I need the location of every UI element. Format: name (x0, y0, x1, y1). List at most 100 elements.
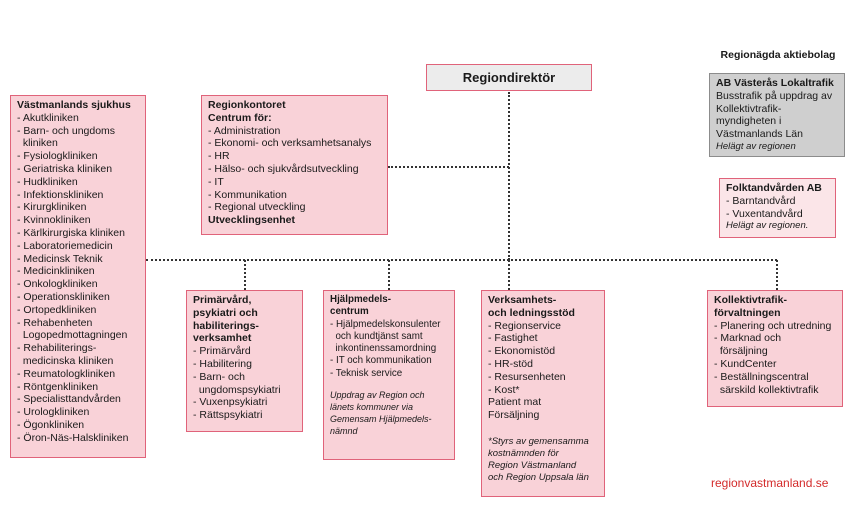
title-line: förvaltningen (714, 306, 781, 319)
connector-verksamhetsstod (508, 260, 510, 290)
connector-hjalpmedel (388, 260, 390, 290)
list-item: - Beställningscentral (714, 370, 809, 383)
list-item: - Medicinsk Teknik (17, 252, 103, 265)
description-line: Västmanlands Län (716, 128, 803, 141)
title-line: Kollektivtrafik- (714, 294, 787, 306)
kollektivtrafik-box: Kollektivtrafik-förvaltningen - Planerin… (707, 290, 843, 407)
list-item: - Laboratoriemedicin (17, 239, 113, 252)
list-item: Patient mat (488, 396, 542, 409)
list-item: - Specialisttandvården (17, 393, 121, 406)
regionkontoret-footer: Utvecklingsenhet (208, 214, 295, 227)
vastmanlands-sjukhus-list: - Akutkliniken- Barn- och ungdoms klinik… (17, 112, 139, 445)
title-line: psykiatri och (193, 306, 258, 319)
note-line: och Region Uppsala län (488, 471, 589, 483)
list-item: - Rättspsykiatri (193, 409, 263, 422)
list-item: - Kost* (488, 383, 520, 396)
list-item: inkontinenssamordning (330, 343, 437, 355)
list-item: - Fastighet (488, 332, 538, 345)
description-line: Kollektivtrafik- (716, 102, 782, 115)
connector-primarvard (244, 260, 246, 290)
note-line: kostnämnden för (488, 447, 559, 459)
list-item: - Rehabiliterings- (17, 342, 97, 355)
list-item: - Onkologkliniken (17, 278, 98, 291)
list-item: och kundtjänst samt (330, 330, 423, 342)
folktandvarden-title: Folktandvården AB (726, 182, 822, 194)
list-item: - Ekonomistöd (488, 345, 556, 358)
vastmanlands-sjukhus-box: Västmanlands sjukhus - Akutkliniken- Bar… (10, 95, 146, 458)
owned-companies-heading: Regionägda aktiebolag (720, 49, 836, 61)
list-item: - Medicinkliniken (17, 265, 95, 278)
list-item: - Barntandvård (726, 194, 796, 207)
list-item: kliniken (17, 137, 58, 150)
connector-main-horizontal (146, 259, 777, 261)
list-item: särskild kollektivtrafik (714, 383, 819, 396)
list-item: - Hudkliniken (17, 175, 78, 188)
list-item: försäljning (714, 345, 768, 358)
list-item: - Geriatriska kliniken (17, 162, 113, 175)
hjalpmedel-title: Hjälpmedels-centrum (330, 294, 448, 319)
list-item: - Primärvård (193, 345, 251, 358)
list-item: - Infektionskliniken (17, 188, 104, 201)
list-item: - Reumatologkliniken (17, 367, 116, 380)
list-item: - IT (208, 175, 224, 188)
note-line: Gemensam Hjälpmedels- (330, 414, 432, 425)
kollektivtrafik-title: Kollektivtrafik-förvaltningen (714, 294, 836, 320)
list-item: ungdomspsykiatri (193, 383, 281, 396)
list-item: - Habilitering (193, 357, 252, 370)
ab-vasteras-title: AB Västerås Lokaltrafik (716, 77, 834, 89)
list-item: - Regional utveckling (208, 201, 306, 214)
list-item: - Vuxentandvård (726, 207, 803, 220)
regiondirektor-box: Regiondirektör (426, 64, 592, 91)
list-item: - Akutkliniken (17, 111, 79, 124)
primarvard-list: - Primärvård- Habilitering- Barn- och un… (193, 345, 296, 422)
list-item: Försäljning (488, 409, 540, 422)
list-item: - HR (208, 150, 230, 163)
ab-vasteras-note: Helägt av regionen (716, 140, 796, 152)
list-item: - Hjälpmedelskonsulenter (330, 318, 441, 330)
verksamhetsstod-list: - Regionservice- Fastighet- Ekonomistöd-… (488, 320, 598, 422)
kollektivtrafik-list: - Planering och utredning- Marknad och f… (714, 320, 836, 397)
note-line: nämnd (330, 426, 358, 437)
title-line: Primärvård, (193, 294, 252, 306)
note-line: Region Västmanland (488, 459, 577, 471)
list-item: - Urologkliniken (17, 406, 90, 419)
verksamhetsstod-box: Verksamhets-och ledningsstöd - Regionser… (481, 290, 605, 497)
list-item: medicinska kliniken (17, 354, 114, 367)
regionkontoret-subtitle: Centrum för: (208, 111, 272, 124)
list-item: - Hälso- och sjukvårdsutveckling (208, 162, 359, 175)
folktandvarden-list: - Barntandvård- Vuxentandvård (726, 195, 829, 221)
ab-vasteras-lokaltrafik-box: AB Västerås Lokaltrafik Busstrafik på up… (709, 73, 845, 157)
title-line: habiliterings- (193, 319, 259, 332)
list-item: - Kirurgkliniken (17, 201, 87, 214)
title-line: Verksamhets- (488, 294, 557, 306)
list-item: - Fysiologkliniken (17, 150, 98, 163)
hjalpmedel-list: - Hjälpmedelskonsulenter och kundtjänst … (330, 319, 448, 380)
note-line: länets kommuner via (330, 402, 414, 413)
list-item: - Barn- och (193, 370, 245, 383)
title-line: Hjälpmedels- (330, 294, 391, 305)
list-item: - Vuxenpsykiatri (193, 396, 268, 409)
title-line: centrum (330, 306, 369, 318)
list-item: - Röntgenkliniken (17, 380, 99, 393)
list-item: - IT och kommunikation (330, 355, 432, 367)
website-link[interactable]: regionvastmanland.se (711, 476, 829, 490)
list-item: - Regionservice (488, 319, 561, 332)
list-item: - Ögonkliniken (17, 418, 85, 431)
folktandvarden-note: Helägt av regionen. (726, 220, 809, 232)
list-item: Logopedmottagningen (17, 329, 128, 342)
list-item: - Kommunikation (208, 188, 287, 201)
title-line: verksamhet (193, 332, 252, 345)
list-item: - Kvinnokliniken (17, 214, 91, 227)
list-item: - HR-stöd (488, 357, 533, 370)
connector-kollektivtrafik (776, 260, 778, 290)
vastmanlands-sjukhus-title: Västmanlands sjukhus (17, 99, 131, 111)
list-item: - Rehabenheten (17, 316, 93, 329)
regionkontoret-box: Regionkontoret Centrum för: - Administra… (201, 95, 388, 235)
list-item: - KundCenter (714, 357, 777, 370)
list-item: - Ortopedkliniken (17, 303, 97, 316)
list-item: - Barn- och ungdoms (17, 124, 116, 137)
